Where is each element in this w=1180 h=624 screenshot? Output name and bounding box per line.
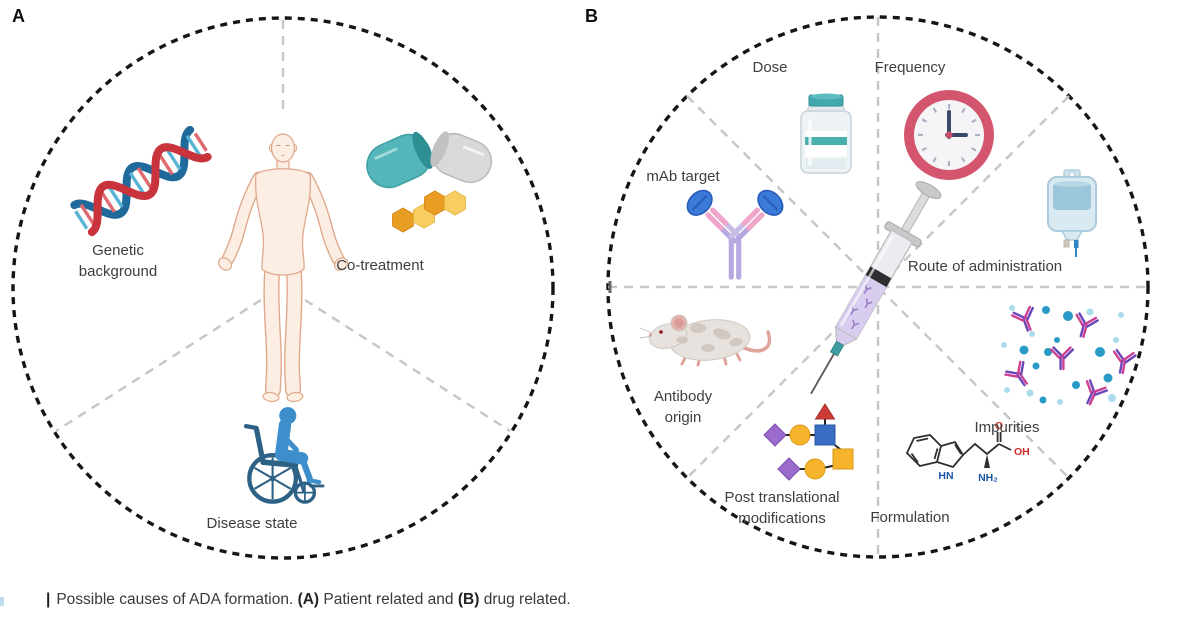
label-formulation: Formulation (870, 509, 950, 526)
capsule-molecule-icon (366, 131, 493, 233)
iv-bag-icon (1047, 169, 1097, 257)
clock-icon (904, 90, 994, 180)
label-impurities: Impurities (974, 419, 1040, 436)
panel-b: O OH HN NH₂ (606, 15, 1150, 559)
caption-text: drug related. (479, 591, 571, 608)
label-co-treatment: Co-treatment (336, 257, 424, 274)
label-route-of-administration: Route of administration (907, 258, 1063, 275)
panel-b-dividers (608, 17, 1148, 557)
vial-icon (800, 93, 852, 174)
panel-b-letter: B (585, 6, 598, 26)
syringe-icon (810, 181, 942, 395)
caption-bar: | (46, 591, 51, 608)
label-disease-state: Disease state (206, 515, 298, 532)
mouse-icon (639, 314, 772, 367)
caption-text: Possible causes of ADA formation. (56, 591, 298, 608)
caption-text: Patient related and (319, 591, 458, 608)
wheelchair-icon (243, 407, 325, 504)
atom-label-o: O (995, 420, 1003, 432)
dna-icon (70, 125, 212, 237)
atom-label-oh: OH (1014, 446, 1030, 458)
panel-a (11, 16, 555, 560)
antibody-particles-icon (1001, 304, 1138, 410)
label-dose: Dose (752, 59, 788, 76)
caption-panel-b-ref: (B) (457, 591, 480, 608)
label-frequency: Frequency (874, 59, 946, 76)
atom-label-hn: HN (938, 470, 953, 482)
panel-a-dividers (55, 20, 511, 433)
panel-a-circle (11, 16, 555, 560)
label-post-translational-modifications: Post translational modifications (724, 489, 840, 527)
atom-label-nh2: NH₂ (978, 472, 998, 484)
label-genetic-background: Genetic background (78, 242, 158, 280)
cropped-text-remnant (0, 597, 4, 606)
panel-a-letter: A (12, 6, 25, 26)
amino-acid-structure-icon: O OH HN NH₂ (905, 420, 1030, 484)
antibody-target-icon (686, 189, 784, 280)
glycan-icon (763, 403, 854, 481)
figure-caption: | Possible causes of ADA formation. (A) P… (46, 591, 571, 609)
label-mab-target: mAb target (646, 168, 720, 185)
label-antibody-origin: Antibody origin (653, 388, 713, 426)
caption-panel-a-ref: (A) (297, 591, 320, 608)
human-body-icon (217, 133, 349, 403)
